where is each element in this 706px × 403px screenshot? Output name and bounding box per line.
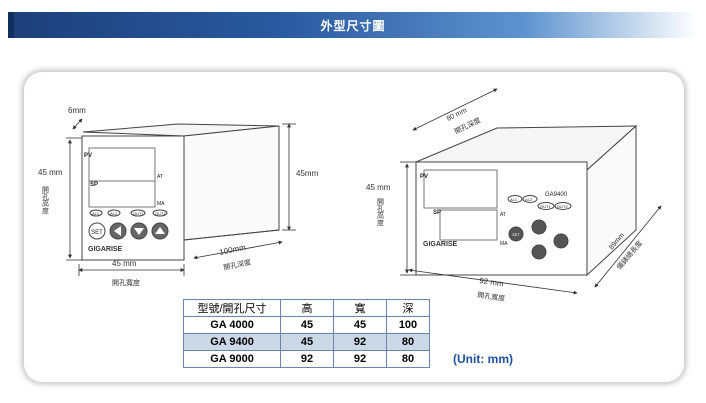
unit-note: (Unit: mm)	[453, 352, 513, 366]
left-al1-label: AL1	[92, 211, 100, 216]
header-model: 型號/開孔尺寸	[183, 299, 281, 317]
table-row: GA 4000 45 45 100	[183, 316, 430, 334]
right-sp-label: SP	[433, 210, 441, 216]
right-al1-label: AL1	[510, 197, 518, 202]
spec-table: 型號/開孔尺寸 高 寬 深 GA 4000 45 45 100 GA 9400 …	[183, 299, 430, 368]
left-set-label: SET	[91, 230, 103, 236]
table-row: GA 9400 45 92 80	[183, 333, 430, 351]
page-title: 外型尺寸圖	[320, 19, 386, 33]
right-at-label: AT	[500, 212, 506, 218]
left-device	[81, 123, 280, 261]
left-dimension-lines	[66, 118, 296, 276]
left-brand-logo: GIGARISE	[88, 246, 123, 253]
left-al2-label: AL2	[110, 211, 118, 216]
right-out1-label: OUT1	[540, 204, 551, 209]
right-al2-label: AL2	[525, 197, 533, 202]
left-dim-height: 45 mm	[38, 168, 63, 177]
right-dim-depth: 80 mm	[446, 107, 468, 123]
left-dim-depth: 100mm	[219, 243, 247, 257]
left-sp-label: SP	[90, 182, 98, 188]
right-dim-width: 92 mm	[479, 276, 505, 288]
right-model-label: GA9400	[545, 192, 568, 198]
right-dim-width-note: 開孔寬度	[477, 290, 506, 303]
left-pv-label: PV	[84, 153, 92, 159]
right-dim-height-note: 開孔高度	[377, 198, 385, 227]
left-dim-width-note: 開孔寬度	[112, 278, 140, 287]
right-out2-label: OUT2	[557, 204, 568, 209]
cell-model: GA 9000	[183, 350, 281, 368]
cell-width: 92	[333, 350, 387, 368]
header-width: 寬	[333, 299, 387, 317]
left-ma-label: MA	[157, 201, 165, 207]
cell-depth: 100	[386, 316, 430, 334]
table-header-row: 型號/開孔尺寸 高 寬 深	[183, 299, 430, 317]
right-brand-logo: GIGARISE	[423, 241, 458, 248]
right-dim-height: 45 mm	[366, 183, 391, 192]
title-accent	[8, 12, 14, 38]
left-dim-width: 45 mm	[112, 259, 137, 268]
left-dim-depth-note: 開孔深度	[223, 257, 252, 272]
left-out2-label: OUT2	[155, 211, 166, 216]
cell-height: 45	[280, 333, 334, 351]
cell-model: GA 4000	[183, 316, 281, 334]
right-dimension-lines	[400, 88, 662, 295]
right-ma-label: MA	[500, 241, 508, 247]
cell-width: 45	[333, 316, 387, 334]
cell-model: GA 9400	[183, 333, 281, 351]
right-set-label: SET	[512, 232, 520, 237]
left-dim-height-note: 開孔高度	[42, 186, 50, 215]
header-depth: 深	[386, 299, 430, 317]
cell-height: 45	[280, 316, 334, 334]
cell-width: 92	[333, 333, 387, 351]
left-dim-6mm: 6mm	[68, 106, 86, 115]
title-bar: 外型尺寸圖	[8, 12, 698, 38]
table-row: GA 9000 92 92 80	[183, 350, 430, 368]
cell-depth: 80	[386, 333, 430, 351]
left-out1-label: OUT1	[133, 211, 144, 216]
left-at-label: AT	[157, 174, 163, 180]
left-dim-body-height: 45mm	[296, 169, 319, 178]
cell-depth: 80	[386, 350, 430, 368]
header-height: 高	[280, 299, 334, 317]
right-pv-label: PV	[420, 174, 428, 180]
cell-height: 92	[280, 350, 334, 368]
